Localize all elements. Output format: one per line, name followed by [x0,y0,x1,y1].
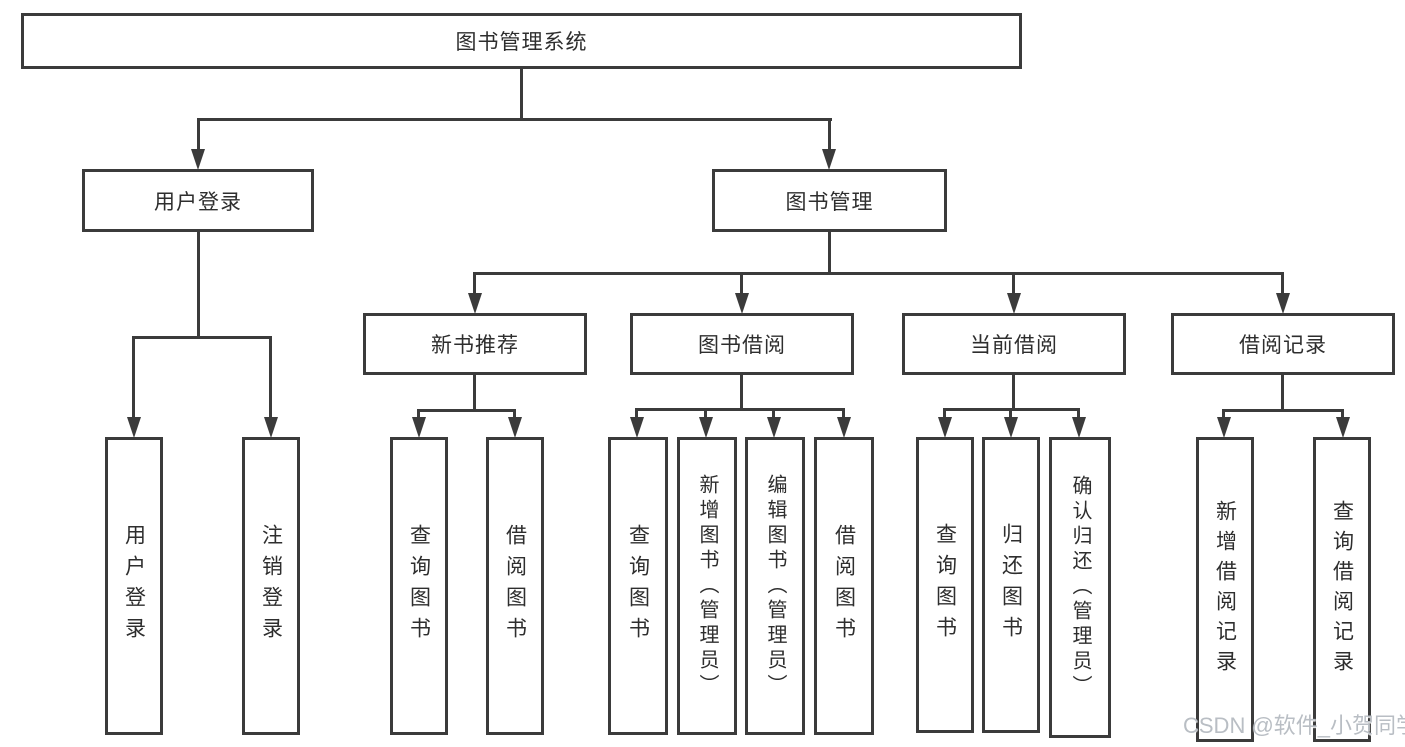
connector-line [132,336,272,339]
arrow-down-icon [127,417,141,438]
connector-line [1009,408,1012,420]
arrow-down-icon [468,293,482,314]
connector-line [473,375,476,411]
connector-line [1341,409,1344,420]
node-book-borrow: 图书借阅 [630,313,854,375]
connector-line [1012,375,1015,410]
leaf-borrow-book-2-label: 借阅图书 [832,524,856,648]
connector-line [635,408,638,420]
leaf-edit-book-admin: 编辑图书（管理员） [745,437,805,735]
connector-line [740,272,743,296]
leaf-query-book-1-label: 查询图书 [407,524,431,648]
leaf-add-book-admin: 新增图书（管理员） [677,437,737,735]
connector-line [1222,409,1225,420]
connector-line [473,272,476,296]
leaf-borrow-book-1: 借阅图书 [486,437,544,735]
leaf-query-book-1: 查询图书 [390,437,448,735]
arrow-down-icon [938,417,952,438]
connector-line [828,232,831,275]
connector-line [269,336,272,420]
leaf-return-book-label: 归还图书 [999,523,1023,647]
node-current-borrow: 当前借阅 [902,313,1126,375]
connector-line [635,408,845,411]
leaf-borrow-book-1-label: 借阅图书 [503,524,527,648]
csdn-watermark: CSDN @软件_小贺同学 [1183,713,1405,738]
arrow-down-icon [767,417,781,438]
arrow-down-icon [191,149,205,170]
leaf-edit-book-admin-label: 编辑图书（管理员） [764,473,786,699]
leaf-add-borrow-record-label: 新增借阅记录 [1213,499,1237,680]
connector-line [1281,375,1284,411]
arrow-down-icon [508,417,522,438]
connector-line [513,409,516,420]
connector-line [1077,408,1080,420]
connector-line [520,68,523,120]
node-book-borrow-label: 图书借阅 [698,334,786,357]
connector-line [197,232,200,339]
node-root: 图书管理系统 [21,13,1022,69]
arrow-down-icon [1072,417,1086,438]
connector-line [1012,272,1015,296]
node-book-management-label: 图书管理 [785,190,874,214]
node-root-label: 图书管理系统 [455,31,588,54]
leaf-query-book-2: 查询图书 [608,437,668,735]
node-user-login-label: 用户登录 [154,190,242,214]
leaf-return-book: 归还图书 [982,437,1040,733]
arrow-down-icon [735,293,749,314]
connector-line [772,408,775,420]
arrow-down-icon [1217,417,1231,438]
arrow-down-icon [822,149,836,170]
leaf-query-book-3: 查询图书 [916,437,974,733]
connector-line [740,375,743,410]
leaf-query-borrow-record-label: 查询借阅记录 [1330,499,1354,680]
leaf-confirm-return-admin: 确认归还（管理员） [1049,437,1111,738]
leaf-add-book-admin-label: 新增图书（管理员） [696,473,718,699]
arrow-down-icon [1336,417,1350,438]
node-borrow-records-label: 借阅记录 [1239,334,1327,357]
leaf-query-book-3-label: 查询图书 [933,523,957,647]
connector-line [842,408,845,420]
leaf-add-borrow-record: 新增借阅记录 [1196,437,1254,742]
arrow-down-icon [1007,293,1021,314]
arrow-down-icon [1004,417,1018,438]
node-new-book-recommend: 新书推荐 [363,313,587,375]
arrow-down-icon [412,417,426,438]
connector-line [704,408,707,420]
arrow-down-icon [264,417,278,438]
leaf-confirm-return-admin-label: 确认归还（管理员） [1069,475,1091,700]
node-book-management: 图书管理 [712,169,947,232]
leaf-borrow-book-2: 借阅图书 [814,437,874,735]
leaf-logout: 注销登录 [242,437,300,735]
node-current-borrow-label: 当前借阅 [970,334,1058,357]
connector-line [197,118,200,152]
leaf-logout-label: 注销登录 [259,524,283,648]
arrow-down-icon [630,417,644,438]
connector-line [943,408,946,420]
leaf-user-login-label: 用户登录 [122,524,146,648]
connector-line [828,118,831,152]
node-new-book-recommend-label: 新书推荐 [431,334,519,357]
connector-line [473,272,1284,275]
leaf-query-book-2-label: 查询图书 [626,524,650,648]
arrow-down-icon [837,417,851,438]
connector-line [1222,409,1344,412]
node-user-login: 用户登录 [82,169,314,232]
connector-line [132,336,135,420]
connector-line [1281,272,1284,296]
connector-line [417,409,420,420]
arrow-down-icon [699,417,713,438]
connector-line [197,118,832,121]
connector-line [417,409,516,412]
leaf-user-login: 用户登录 [105,437,163,735]
leaf-query-borrow-record: 查询借阅记录 [1313,437,1371,742]
arrow-down-icon [1276,293,1290,314]
node-borrow-records: 借阅记录 [1171,313,1395,375]
